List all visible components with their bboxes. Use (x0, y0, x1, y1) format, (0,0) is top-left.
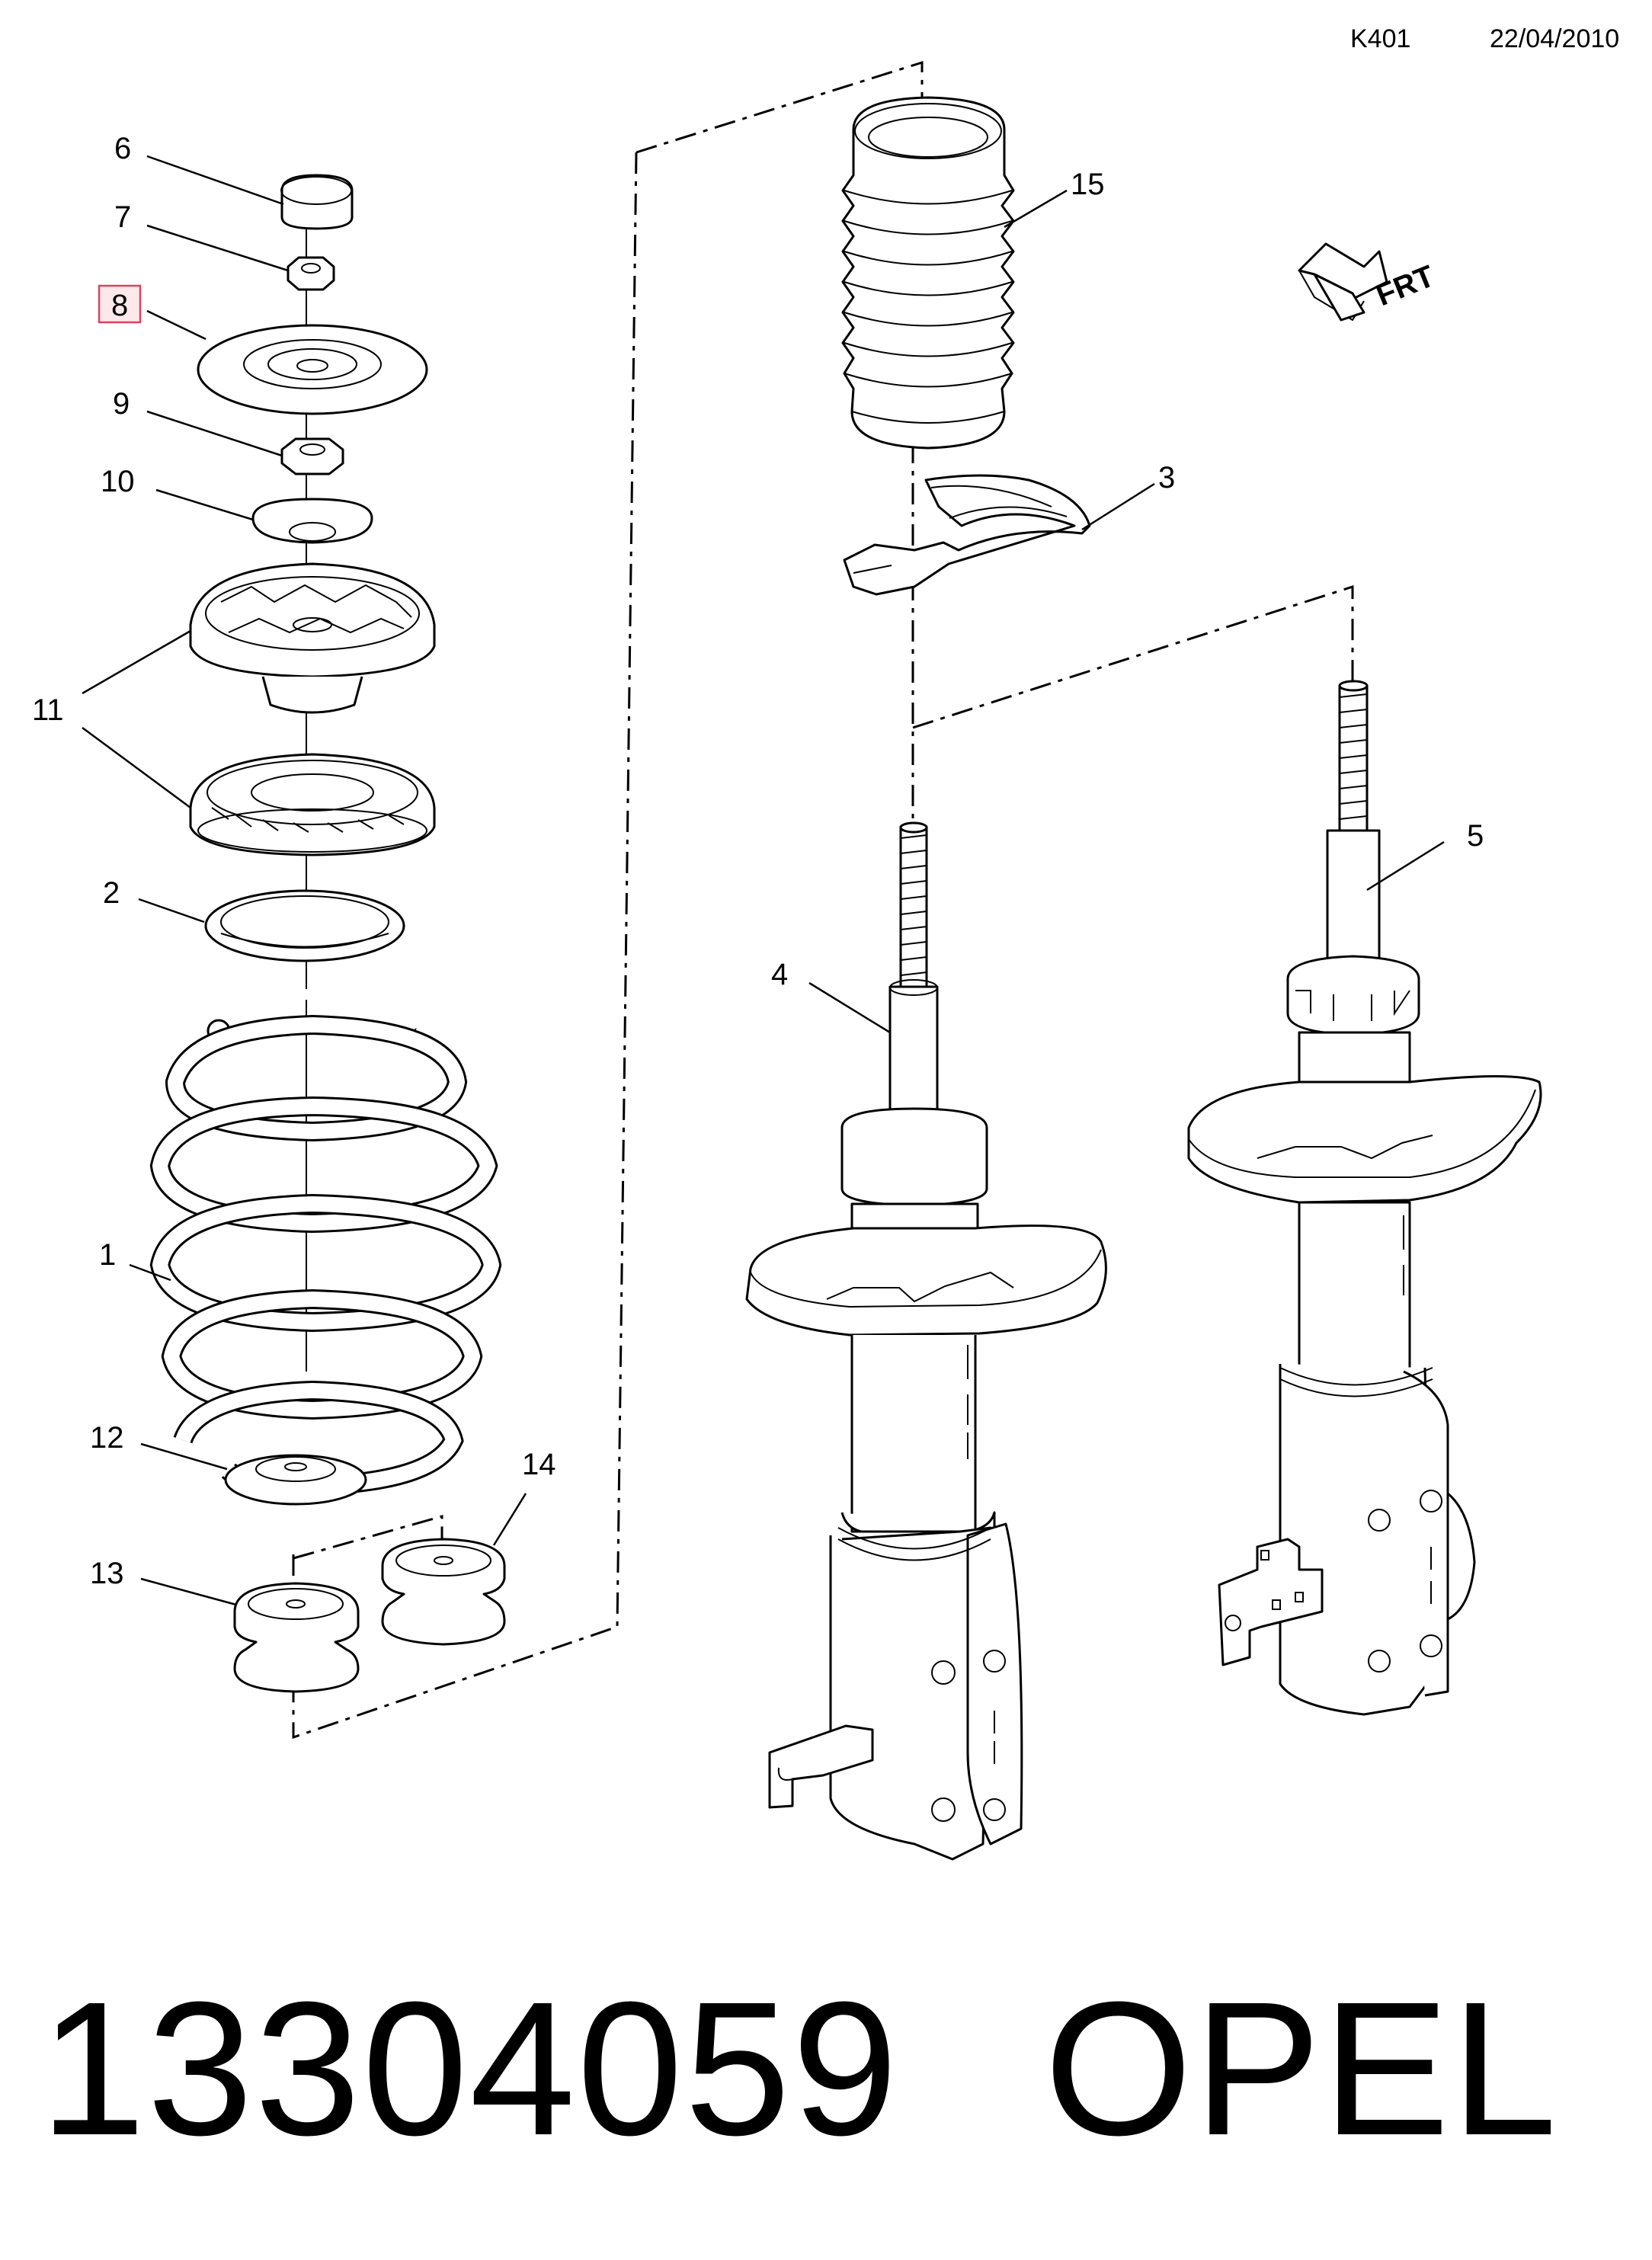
part-2-spring-seat[interactable] (204, 889, 405, 962)
leader-lines (82, 155, 1445, 1606)
callout-4[interactable]: 4 (771, 958, 788, 991)
part-6-cap[interactable] (280, 174, 354, 230)
part-5-strut[interactable] (1187, 680, 1542, 1716)
callout-11[interactable]: 11 (32, 693, 64, 727)
callout-5[interactable]: 5 (1467, 819, 1484, 853)
callout-13[interactable]: 13 (90, 1557, 124, 1590)
callout-10[interactable]: 10 (101, 465, 135, 498)
callout-7[interactable]: 7 (114, 200, 131, 234)
part-7-nut[interactable] (287, 256, 335, 291)
part-15-dust-boot[interactable] (841, 96, 1015, 450)
callout-8[interactable]: 8 (111, 289, 128, 322)
part-number: 13304059 (40, 1962, 900, 2175)
part-1-coil-spring[interactable] (149, 988, 502, 1497)
brand-name: OPEL (1044, 1962, 1559, 2175)
part-3-bracket[interactable] (843, 474, 1091, 596)
part-11-upper-mount[interactable] (189, 562, 436, 714)
part-14-bump-stop[interactable] (381, 1538, 506, 1646)
part-9-nut[interactable] (280, 437, 344, 475)
callout-numbers: 6 7 8 9 10 11 2 1 12 13 14 15 3 4 5 (32, 132, 1484, 1590)
callout-1[interactable]: 1 (99, 1238, 116, 1272)
part-11-bearing[interactable] (189, 753, 436, 856)
assembly-dashed-lines (292, 60, 1354, 1740)
callout-15[interactable]: 15 (1071, 168, 1105, 201)
part-8-washer[interactable] (197, 324, 428, 415)
diagram-code: K401 (1350, 24, 1411, 53)
callout-2[interactable]: 2 (103, 876, 120, 910)
part-13-bump-stop[interactable] (233, 1582, 360, 1693)
diagram-date: 22/04/2010 (1490, 24, 1620, 53)
callout-12[interactable]: 12 (90, 1421, 124, 1455)
callout-6[interactable]: 6 (114, 132, 131, 165)
part-12-insulator[interactable] (224, 1454, 367, 1506)
front-arrow-icon (1298, 242, 1388, 322)
part-10-cup[interactable] (251, 498, 373, 544)
callout-9[interactable]: 9 (113, 387, 130, 421)
callout-14[interactable]: 14 (522, 1448, 556, 1481)
callout-8-highlight (98, 284, 142, 324)
part-4-strut[interactable] (745, 821, 1107, 1861)
callout-3[interactable]: 3 (1158, 461, 1175, 495)
